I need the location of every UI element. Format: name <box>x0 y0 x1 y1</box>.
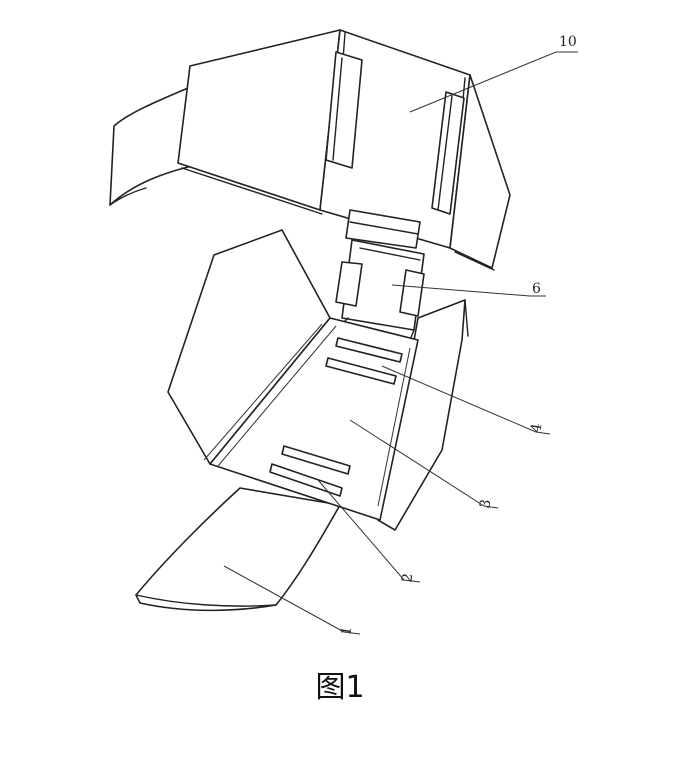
lower-housing <box>167 229 469 531</box>
callout-3: 3 <box>477 498 494 510</box>
lower-strap <box>135 487 341 612</box>
callout-4: 4 <box>528 422 545 434</box>
leader-1 <box>223 565 361 635</box>
figure-caption: 图1 <box>315 670 364 705</box>
leader-2 <box>317 479 421 583</box>
leader-6 <box>391 284 546 297</box>
callout-10: 10 <box>559 34 577 50</box>
leader-3 <box>349 419 499 509</box>
leader-lines <box>223 51 578 635</box>
callout-2: 2 <box>399 572 416 584</box>
upper-housing <box>177 29 511 271</box>
callout-6: 6 <box>532 281 541 297</box>
callout-1: 1 <box>338 625 355 637</box>
leader-4 <box>381 365 551 435</box>
leader-10 <box>409 51 578 113</box>
